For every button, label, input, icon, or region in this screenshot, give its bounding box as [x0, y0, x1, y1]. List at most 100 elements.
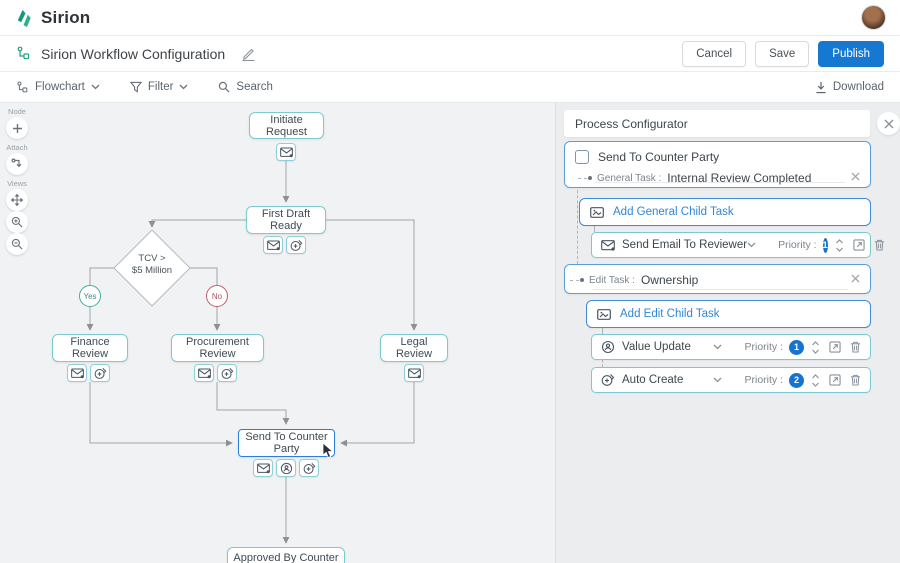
close-icon: [851, 274, 860, 283]
node-legal-review[interactable]: Legal Review: [380, 334, 448, 362]
expand-icon[interactable]: [829, 341, 841, 353]
save-button[interactable]: Save: [755, 40, 810, 67]
zoom-out-button[interactable]: [6, 233, 28, 255]
badge-auto-create-icon[interactable]: [217, 364, 237, 382]
download-label: Download: [832, 81, 884, 93]
dash-connector: [570, 279, 579, 281]
attach-tools-label: Attach: [6, 143, 28, 152]
badge-auto-create-icon[interactable]: [299, 459, 319, 477]
tree-connector: [602, 360, 603, 367]
task-row-value-update[interactable]: Value Update Priority : 1: [591, 334, 871, 360]
connector-lines: [86, 161, 418, 544]
priority-stepper[interactable]: [811, 340, 820, 355]
task-row-auto-create[interactable]: Auto Create Priority : 2: [591, 367, 871, 393]
edit-task-row: Edit Task : Ownership: [570, 272, 698, 288]
priority-badge: 2: [789, 372, 804, 388]
user-avatar[interactable]: [861, 5, 886, 30]
filter-dropdown[interactable]: Filter: [129, 81, 189, 93]
badge-email-icon[interactable]: [263, 236, 283, 254]
priority-badge: 1: [822, 237, 828, 253]
priority-badge: 1: [789, 339, 804, 355]
cancel-button[interactable]: Cancel: [682, 40, 747, 67]
badge-email-icon[interactable]: [67, 364, 87, 382]
download-icon: [816, 81, 826, 93]
zoom-out-icon: [11, 238, 23, 250]
chevron-down-icon[interactable]: [713, 377, 722, 383]
chevron-down-icon: [91, 84, 100, 90]
close-icon: [851, 172, 860, 181]
edit-task-card[interactable]: Edit Task : Ownership: [564, 264, 871, 294]
edit-title-pencil-icon[interactable]: [241, 47, 256, 61]
search-control[interactable]: Search: [218, 81, 273, 93]
attach-button[interactable]: [6, 153, 28, 175]
node-config-card[interactable]: Send To Counter Party General Task : Int…: [564, 141, 871, 188]
edit-task-value: Ownership: [640, 273, 699, 287]
node-finance-review[interactable]: Finance Review: [52, 334, 128, 362]
priority-label: Priority :: [744, 341, 783, 353]
expand-icon[interactable]: [829, 374, 841, 386]
add-general-child-task-button[interactable]: Add General Child Task: [579, 198, 871, 226]
task-row-send-email[interactable]: Send Email To Reviewer Priority : 1: [591, 232, 884, 258]
tree-connector: [577, 165, 578, 279]
badge-auto-create-icon[interactable]: [286, 236, 306, 254]
chevron-down-icon[interactable]: [713, 344, 722, 350]
badge-email-icon[interactable]: [253, 459, 273, 477]
node-procurement-review[interactable]: Procurement Review: [171, 334, 264, 362]
pan-button[interactable]: [6, 189, 28, 211]
edit-task-label: Edit Task :: [589, 274, 635, 286]
node-first-draft-ready[interactable]: First Draft Ready: [246, 206, 326, 234]
plus-icon: [12, 123, 22, 133]
badge-email-icon[interactable]: [404, 364, 424, 382]
workflow-icon: [16, 46, 31, 61]
zoom-in-button[interactable]: [6, 211, 28, 233]
priority-stepper[interactable]: [811, 373, 820, 388]
card-title-row: Send To Counter Party: [575, 150, 719, 164]
attach-connector-icon: [11, 158, 22, 168]
magnifier-icon: [219, 81, 230, 93]
flowchart-view-dropdown[interactable]: Flowchart: [16, 81, 100, 94]
add-edit-child-task-button[interactable]: Add Edit Child Task: [586, 300, 871, 328]
views-tools-label: Views: [7, 179, 27, 188]
add-node-button[interactable]: [6, 117, 28, 139]
bullet-dot: [580, 278, 584, 282]
flowchart-label: Flowchart: [35, 81, 85, 93]
badge-email-icon[interactable]: [276, 143, 296, 161]
node-initiate-request[interactable]: Initiate Request: [249, 112, 324, 139]
dash-connector: [578, 177, 587, 179]
mouse-cursor: [322, 442, 336, 464]
card-node-title: Send To Counter Party: [598, 150, 720, 164]
node-checkbox[interactable]: [575, 150, 589, 164]
brand-name: Sirion: [41, 7, 91, 27]
node-send-to-counter-party[interactable]: Send To Counter Party: [238, 429, 335, 457]
add-general-child-task-label: Add General Child Task: [613, 206, 734, 218]
badge-auto-create-icon[interactable]: [90, 364, 110, 382]
task-label: Auto Create: [622, 374, 684, 386]
trash-icon[interactable]: [850, 374, 861, 386]
page-title: Sirion Workflow Configuration: [41, 45, 226, 62]
chevron-down-icon[interactable]: [747, 242, 756, 248]
badge-value-update-icon[interactable]: [276, 459, 296, 477]
auto-create-icon: [601, 373, 615, 387]
general-task-value: Internal Review Completed: [667, 171, 812, 185]
remove-general-task-button[interactable]: [851, 172, 860, 181]
panel-title: Process Configurator: [575, 116, 688, 131]
publish-button[interactable]: Publish: [818, 40, 884, 67]
filter-label: Filter: [147, 81, 174, 93]
badge-email-icon[interactable]: [194, 364, 214, 382]
expand-icon[interactable]: [852, 239, 865, 251]
field-underline: [593, 289, 848, 290]
bullet-dot: [588, 176, 592, 180]
priority-stepper[interactable]: [835, 238, 844, 253]
close-icon: [884, 119, 893, 128]
tree-connector: [602, 328, 603, 334]
move-icon: [11, 194, 23, 206]
node-approved-by-counter-party[interactable]: Approved By Counter Party: [227, 547, 345, 563]
remove-edit-task-button[interactable]: [851, 274, 860, 283]
trash-icon[interactable]: [874, 239, 885, 251]
trash-icon[interactable]: [850, 341, 861, 353]
add-edit-child-task-label: Add Edit Child Task: [620, 308, 720, 320]
download-button[interactable]: Download: [815, 81, 884, 94]
field-underline: [595, 182, 845, 183]
panel-close-button[interactable]: [877, 112, 900, 135]
